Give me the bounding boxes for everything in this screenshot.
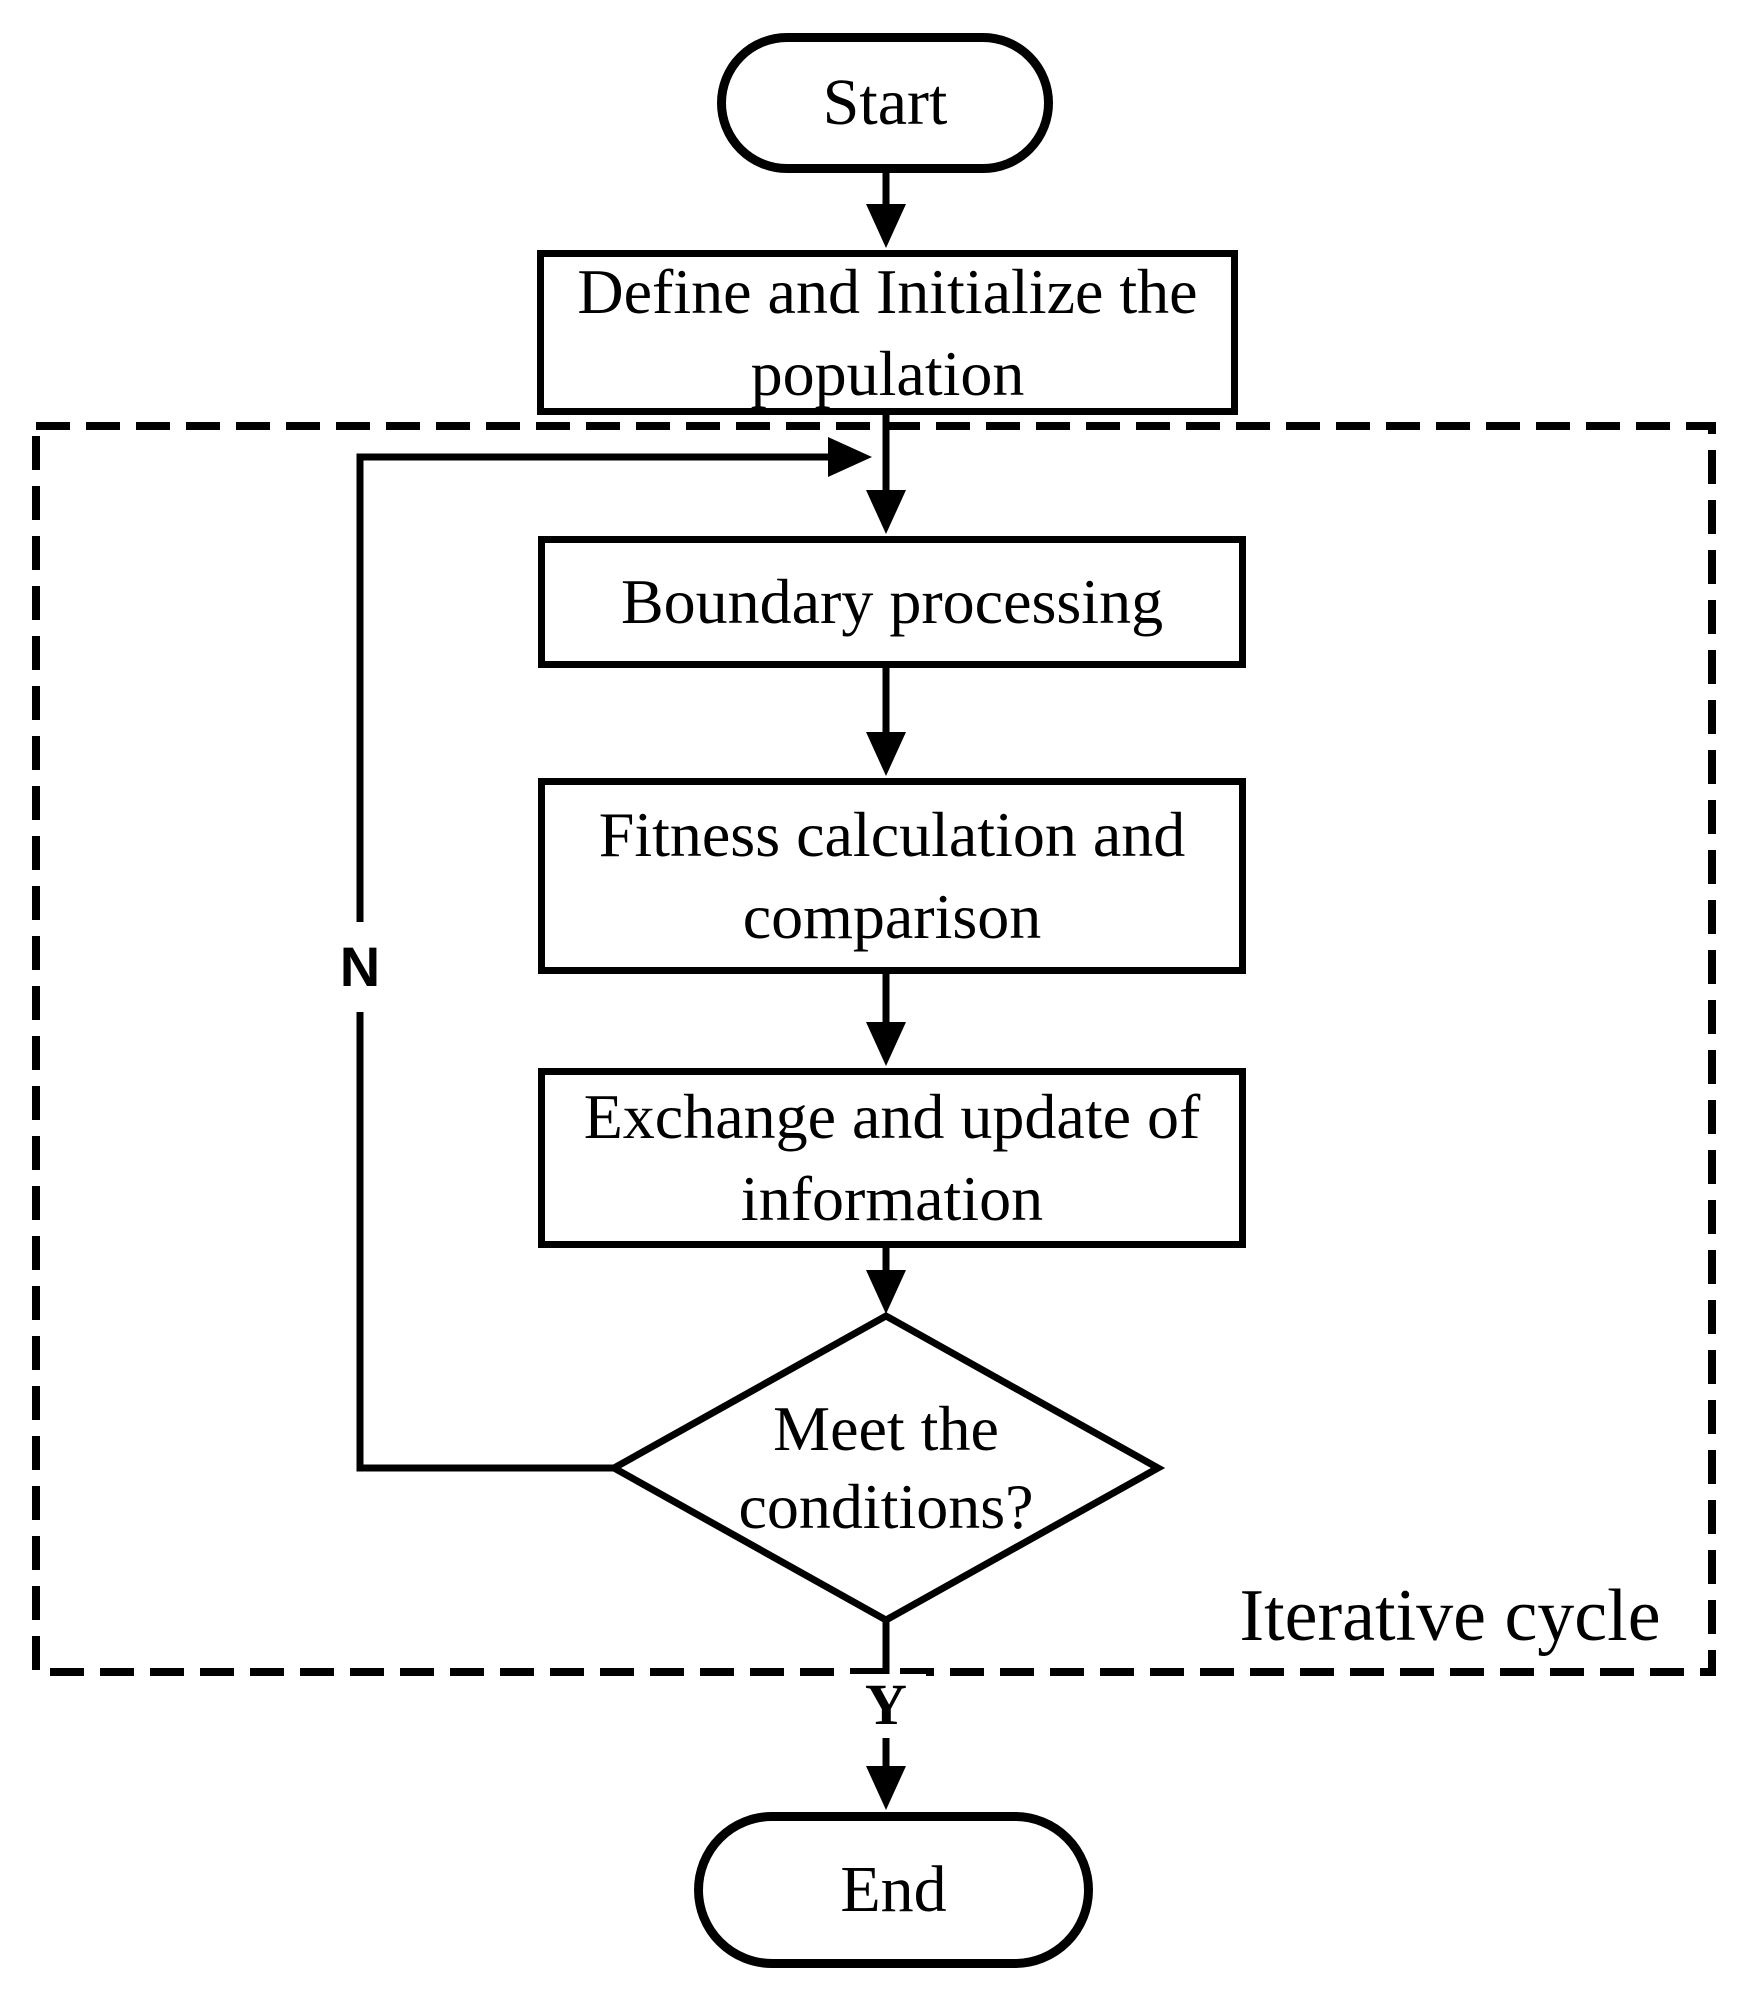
end-node: End xyxy=(694,1812,1093,1968)
iterative-cycle-region-border xyxy=(32,422,1716,1676)
start-label: Start xyxy=(822,66,948,139)
arrowhead-define xyxy=(866,204,906,248)
arrowhead-end xyxy=(866,1766,906,1810)
decision-node-text: Meet the conditions? xyxy=(661,1368,1111,1568)
arrowhead-fitness xyxy=(866,732,906,776)
define-population-node: Define and Initialize the population xyxy=(537,250,1238,415)
arrowhead-decision xyxy=(866,1270,906,1314)
boundary-processing-line1: Boundary processing xyxy=(620,566,1164,637)
edge-no-feedback xyxy=(356,453,830,1472)
define-population-line2: population xyxy=(750,337,1025,409)
start-node: Start xyxy=(717,33,1053,173)
arrowhead-exchange xyxy=(866,1022,906,1066)
fitness-calculation-line2: comparison xyxy=(742,881,1042,952)
exchange-update-node: Exchange and update of information xyxy=(538,1068,1246,1248)
decision-line2: conditions? xyxy=(738,1471,1034,1542)
exchange-update-line1: Exchange and update of xyxy=(583,1081,1201,1152)
fitness-calculation-line1: Fitness calculation and xyxy=(598,799,1186,870)
boundary-processing-node: Boundary processing xyxy=(538,536,1246,668)
fitness-calculation-node: Fitness calculation and comparison xyxy=(538,778,1246,974)
decision-line1: Meet the xyxy=(773,1393,999,1464)
exchange-update-line2: information xyxy=(740,1163,1044,1234)
arrowhead-feedback xyxy=(828,437,872,477)
end-label: End xyxy=(840,1853,947,1926)
yes-branch-label: Y xyxy=(846,1672,926,1737)
iterative-cycle-label: Iterative cycle xyxy=(1239,1574,1661,1657)
define-population-line1: Define and Initialize the xyxy=(577,255,1198,327)
arrowhead-boundary xyxy=(866,490,906,534)
no-branch-label: N xyxy=(320,930,400,1002)
